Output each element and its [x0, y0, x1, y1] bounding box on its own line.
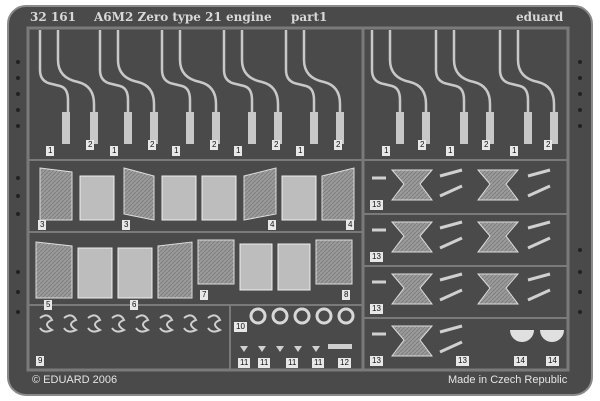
part-label: 11 [238, 358, 251, 368]
exhaust-pipe-tips-right [396, 112, 558, 144]
part-label: 2 [482, 140, 491, 150]
ring-parts [249, 307, 355, 325]
part-label: 4 [346, 220, 355, 230]
exhaust-pipe-parts-left [38, 30, 342, 140]
part-label: 12 [338, 358, 351, 368]
part-label: 4 [268, 220, 277, 230]
part-label: 1 [46, 146, 55, 156]
part-label: 11 [258, 358, 271, 368]
exhaust-pipe-tips-left [62, 112, 344, 144]
part-label: 13 [370, 356, 383, 366]
part-label: 1 [510, 146, 519, 156]
part-label: 13 [456, 356, 469, 366]
part-label: 6 [130, 300, 139, 310]
small-parts-11 [240, 344, 352, 352]
part-label: 2 [418, 140, 427, 150]
part-label: 13 [370, 200, 383, 210]
part-label: 10 [234, 322, 247, 332]
part-label: 2 [544, 140, 553, 150]
part-label: 1 [296, 146, 305, 156]
fret-title: A6M2 Zero type 21 engine [94, 10, 272, 24]
part-label: 3 [122, 220, 131, 230]
part-label: 14 [514, 356, 527, 366]
fret-part: part1 [291, 10, 328, 24]
part-label: 13 [370, 304, 383, 314]
part-label: 1 [110, 146, 119, 156]
cowl-flaps-row-1 [39, 167, 355, 221]
part-label: 11 [312, 358, 325, 368]
fret-frame [26, 26, 570, 372]
part-label: 1 [234, 146, 243, 156]
part-label: 9 [36, 356, 45, 366]
clip-parts [39, 314, 223, 333]
bracket-arms [372, 168, 551, 354]
copyright-text: © EDUARD 2006 [32, 374, 118, 386]
part-label: 3 [38, 220, 47, 230]
part-label: 2 [86, 140, 95, 150]
disc-parts-14 [510, 330, 564, 342]
side-holes [16, 60, 582, 314]
part-label: 14 [546, 356, 559, 366]
catalog-number: 32 161 [30, 10, 76, 24]
part-label: 8 [342, 290, 351, 300]
brand-logo: eduard [516, 10, 564, 24]
bracket-parts-13 [390, 169, 520, 357]
part-label: 11 [286, 358, 299, 368]
origin-text: Made in Czech Republic [448, 374, 568, 386]
part-label: 1 [382, 146, 391, 156]
exhaust-pipe-parts-right [370, 30, 556, 140]
cowl-flaps-row-2 [35, 239, 353, 299]
part-label: 13 [370, 252, 383, 262]
part-label: 2 [334, 140, 343, 150]
part-label: 5 [44, 300, 53, 310]
part-label: 2 [210, 140, 219, 150]
part-label: 1 [172, 146, 181, 156]
part-label: 7 [200, 290, 209, 300]
part-label: 1 [446, 146, 455, 156]
part-label: 2 [272, 140, 281, 150]
part-label: 2 [148, 140, 157, 150]
